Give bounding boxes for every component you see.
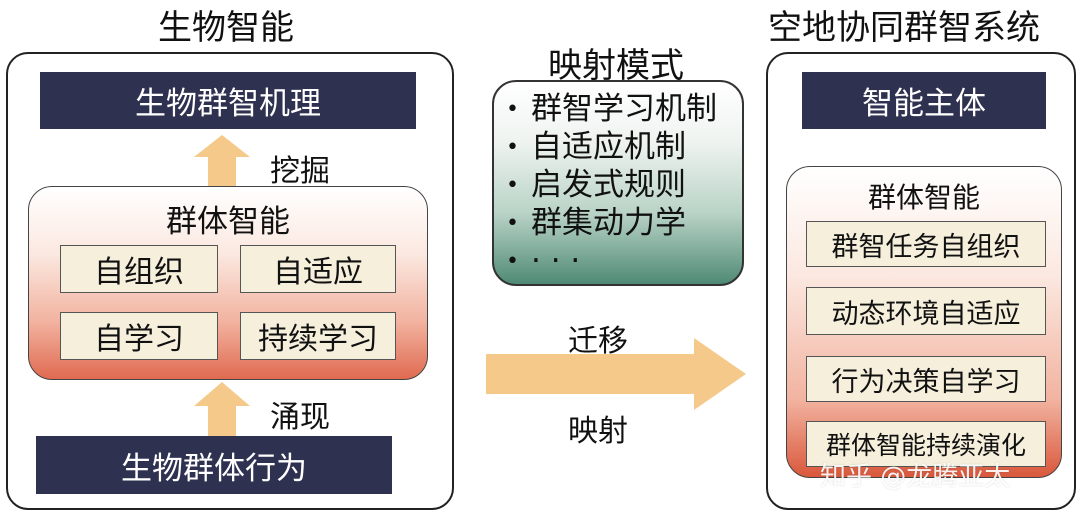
emerge-label: 涌现 (270, 400, 330, 435)
continual-learn-cell: 持续学习 (240, 312, 396, 360)
left-title: 生物智能 (158, 8, 294, 48)
right-group-title: 群体智能 (867, 181, 980, 214)
mode-item: 群智学习机制 (506, 92, 717, 130)
env-self-adapt-row: 动态环境自适应 (806, 287, 1046, 335)
self-learn-cell: 自学习 (60, 312, 218, 360)
mining-label: 挖掘 (270, 154, 330, 189)
task-self-org-row: 群智任务自组织 (806, 221, 1046, 267)
watermark: 知乎 @龙腾亚太 (820, 462, 1011, 492)
mapping-label: 映射 (568, 414, 628, 449)
left-group-title: 群体智能 (166, 204, 290, 240)
mapping-mode-box: 群智学习机制 自适应机制 启发式规则 群集动力学 · · · (492, 80, 744, 286)
transfer-label: 迁移 (568, 324, 628, 359)
self-adapt-cell: 自适应 (240, 245, 396, 293)
decision-self-learn-row: 行为决策自学习 (806, 356, 1046, 402)
right-title: 空地协同群智系统 (768, 8, 1040, 48)
mode-item: 群集动力学 (506, 206, 717, 244)
arrow-right-icon (486, 338, 746, 410)
arrow-up-icon (194, 382, 250, 436)
agent-box: 智能主体 (802, 72, 1046, 129)
mode-item: 自适应机制 (506, 130, 717, 168)
continual-evolution-row: 群体智能持续演化 (806, 421, 1046, 467)
mode-item: · · · (506, 244, 717, 282)
mode-title: 映射模式 (548, 46, 684, 86)
bio-behavior-box: 生物群体行为 (36, 436, 392, 494)
mode-item: 启发式规则 (506, 168, 717, 206)
bio-mechanism-box: 生物群智机理 (40, 72, 416, 129)
self-organize-cell: 自组织 (60, 245, 218, 293)
arrow-up-icon (194, 135, 250, 187)
